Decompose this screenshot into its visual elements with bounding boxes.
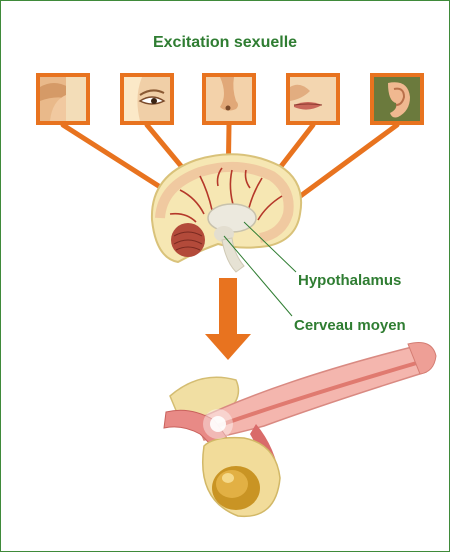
midbrain-label: Cerveau moyen <box>294 317 406 334</box>
down-arrow <box>205 278 251 360</box>
hypothalamus-label: Hypothalamus <box>298 272 401 289</box>
brain-illustration <box>152 154 301 272</box>
genital-illustration <box>164 343 436 517</box>
